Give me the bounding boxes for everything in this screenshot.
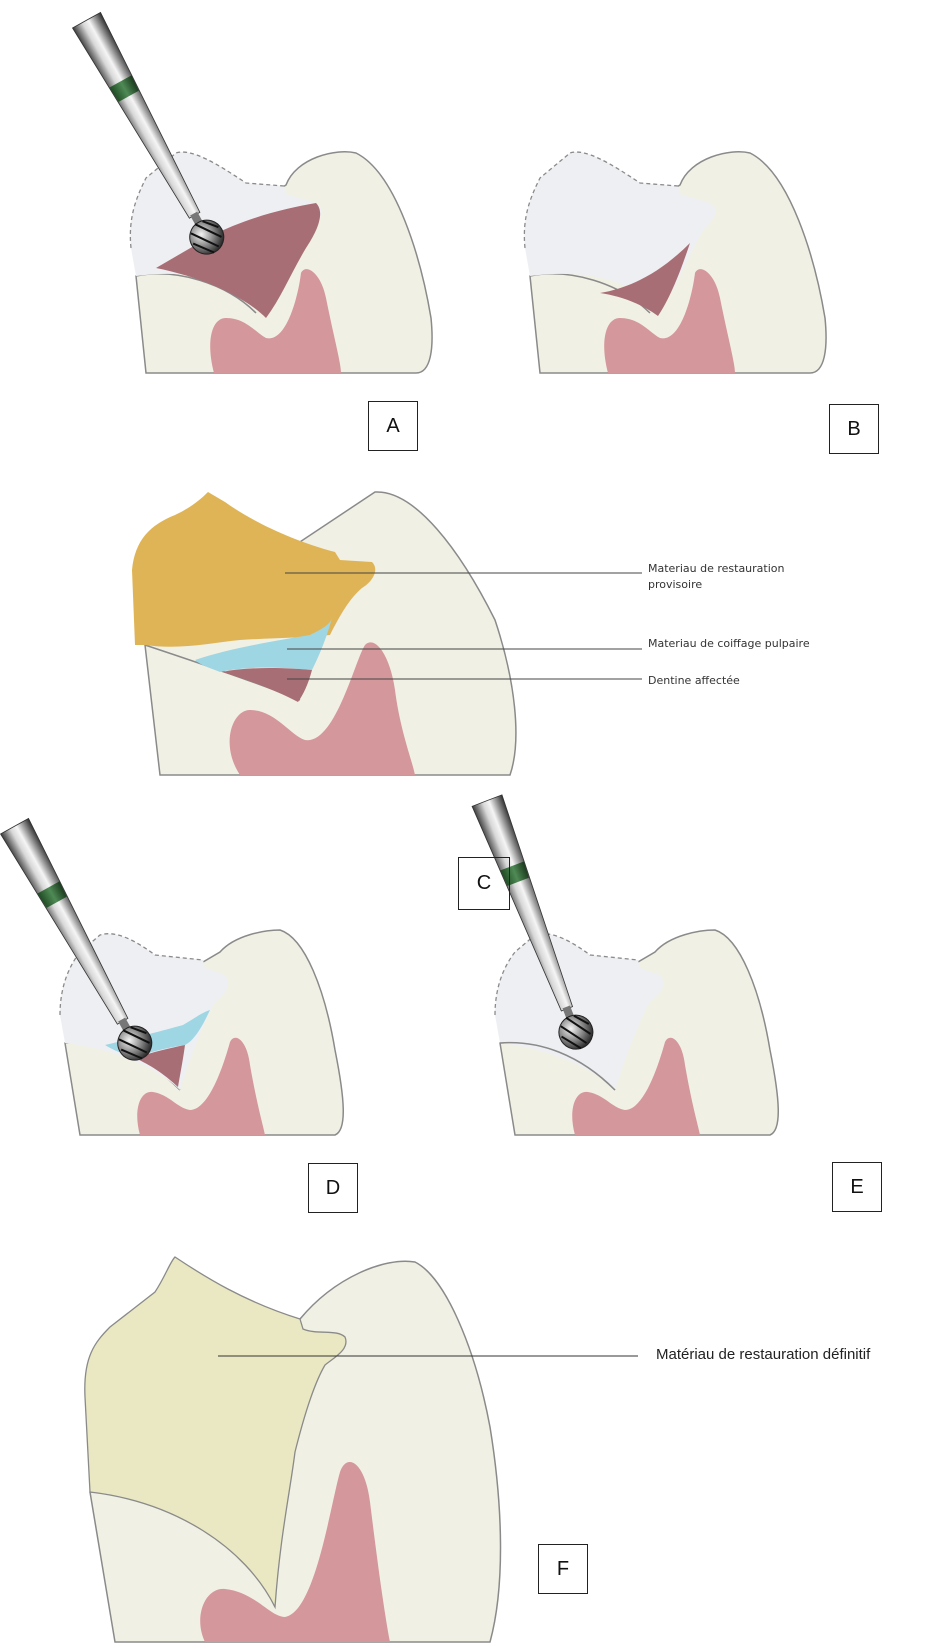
panel-d-diagram <box>60 930 343 1135</box>
panel-e-diagram <box>495 930 778 1135</box>
panel-label-f: F <box>538 1544 588 1594</box>
panel-label-e: E <box>832 1162 882 1212</box>
panel-b-diagram <box>524 152 826 373</box>
callout-definitive-restoration: Matériau de restauration définitif <box>656 1346 870 1363</box>
callout-pulp-capping: Materiau de coiffage pulpaire <box>648 636 810 652</box>
panel-label-b: B <box>829 404 879 454</box>
panel-label-a: A <box>368 401 418 451</box>
panel-f-diagram <box>85 1257 501 1642</box>
callout-affected-dentine: Dentine affectée <box>648 673 740 689</box>
panel-label-c: C <box>458 857 510 910</box>
panel-c-diagram <box>132 492 516 775</box>
panel-label-d: D <box>308 1163 358 1213</box>
callout-provisional-restoration: Materiau de restauration provisoire <box>648 561 785 593</box>
